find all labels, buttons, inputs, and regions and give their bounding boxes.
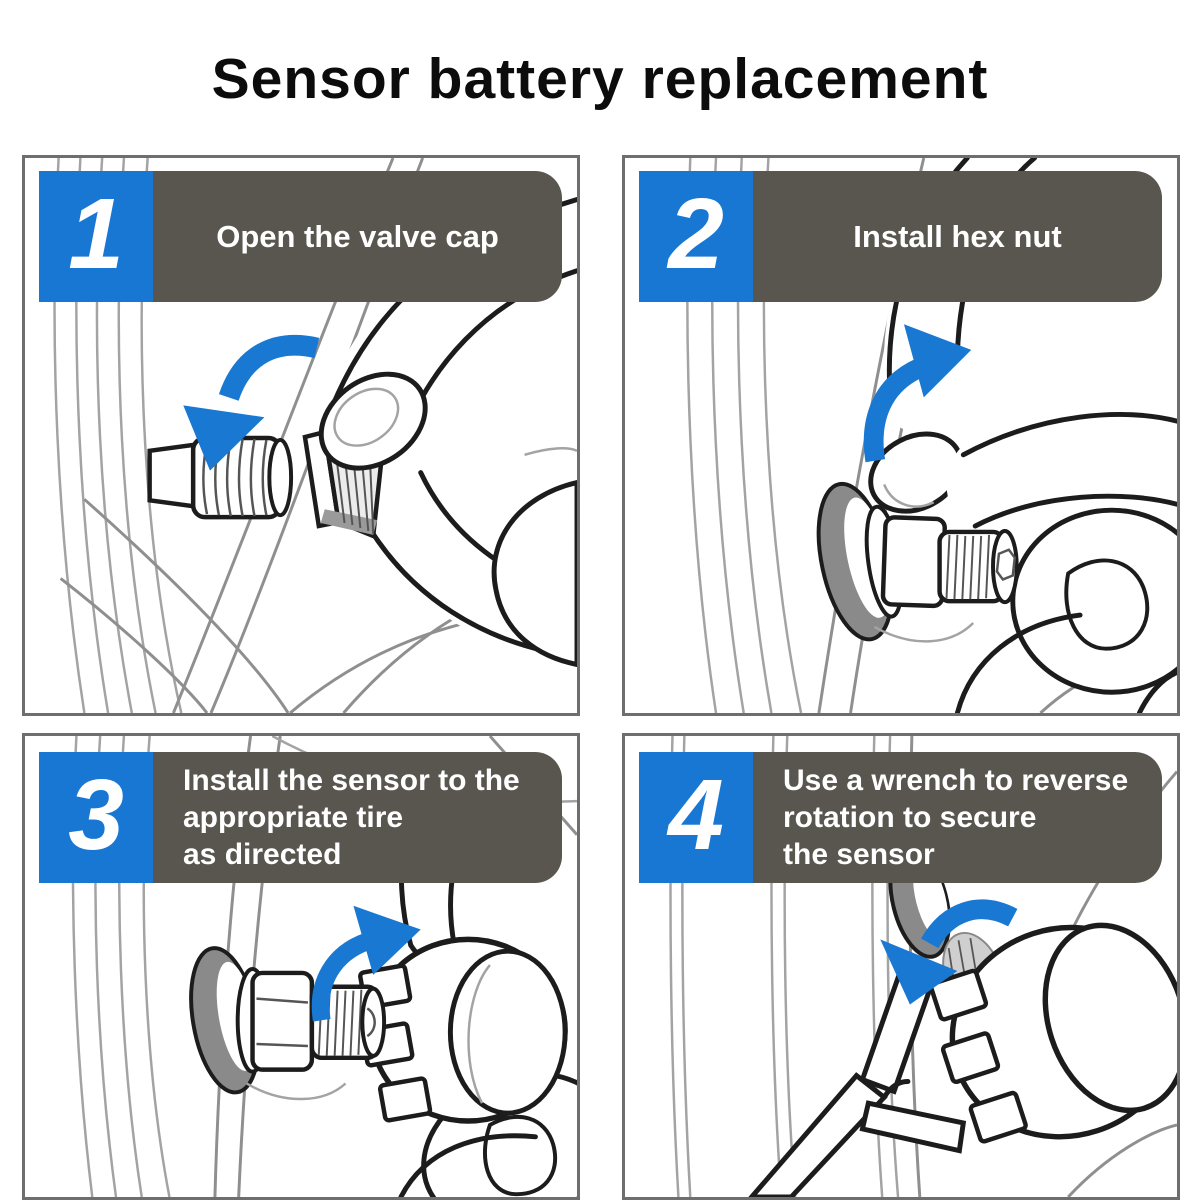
step-1-header: 1 Open the valve cap — [39, 171, 562, 302]
rotate-clockwise-arrow-icon — [863, 324, 972, 463]
step-2-header: 2 Install hex nut — [639, 171, 1162, 302]
step-3-caption-banner: Install the sensor to the appropriate ti… — [153, 752, 562, 883]
step-1-caption-banner: Open the valve cap — [153, 171, 562, 302]
valve-stem-with-flange — [816, 481, 1019, 643]
step-4-panel: 4 Use a wrench to reverse rotation to se… — [622, 733, 1180, 1200]
step-2-number-badge: 2 — [639, 171, 753, 302]
step-3-caption-line: Install the sensor to the — [183, 764, 520, 797]
valve-stem-with-hex-nut — [189, 946, 387, 1101]
step-3-illustration — [71, 736, 577, 1197]
step-3-caption-line: appropriate tire — [183, 801, 404, 834]
step-3-number-badge: 3 — [39, 752, 153, 883]
step-1-caption: Open the valve cap — [216, 218, 499, 254]
step-2-panel: 2 Install hex nut — [622, 155, 1180, 716]
step-2-caption: Install hex nut — [853, 218, 1062, 254]
step-2-caption-banner: Install hex nut — [753, 171, 1162, 302]
step-4-caption-line: Use a wrench to reverse — [783, 764, 1129, 797]
rotate-counterclockwise-arrow-icon — [880, 899, 1018, 1005]
rotate-counterclockwise-arrow-icon — [183, 334, 320, 471]
fingertip — [318, 371, 428, 471]
wrench — [748, 951, 967, 1197]
rotate-clockwise-arrow-icon — [311, 905, 421, 1022]
step-3-panel: 3 Install the sensor to the appropriate … — [22, 733, 580, 1200]
step-1-panel: 1 Open the valve cap — [22, 155, 580, 716]
step-1-number-badge: 1 — [39, 171, 153, 302]
step-4-header: 4 Use a wrench to reverse rotation to se… — [639, 752, 1162, 883]
page-title: Sensor battery replacement — [211, 47, 989, 111]
sensor-cap — [928, 922, 1177, 1144]
step-4-caption-line: the sensor — [783, 838, 935, 871]
step-4-caption-line: rotation to secure — [783, 801, 1037, 834]
valve-stem — [147, 435, 294, 520]
step-3-header: 3 Install the sensor to the appropriate … — [39, 752, 562, 883]
step-4-number-badge: 4 — [639, 752, 753, 883]
step-3-caption-line: as directed — [183, 838, 342, 871]
step-4-caption-banner: Use a wrench to reverse rotation to secu… — [753, 752, 1162, 883]
